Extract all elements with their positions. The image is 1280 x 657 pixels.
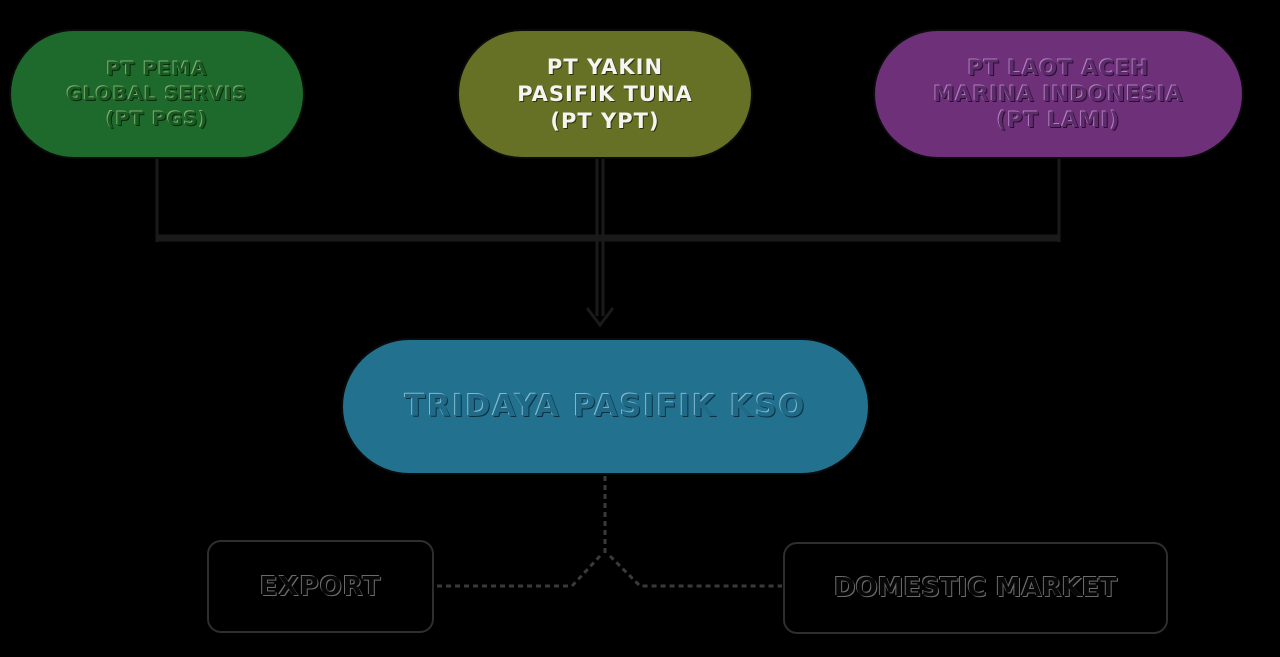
partner-node-yakin: PT YAKIN PASIFIK TUNA (PT YPT) [457,29,753,159]
partner-node-laot: PT LAOT ACEH MARINA INDONESIA (PT LAMI) [873,29,1244,159]
partner-node-pema: PT PEMA GLOBAL SERVIS (PT PGS) [9,29,305,159]
venture-node-tridaya: TRIDAYA PASIFIK KSO [341,338,870,475]
dashed-connector-export [436,554,602,588]
market-node-export: EXPORT [207,540,434,633]
market-node-domestic: DOMESTIC MARKET [783,542,1168,634]
dashed-connector-domestic [608,554,782,588]
arrow-head-down [585,307,615,328]
